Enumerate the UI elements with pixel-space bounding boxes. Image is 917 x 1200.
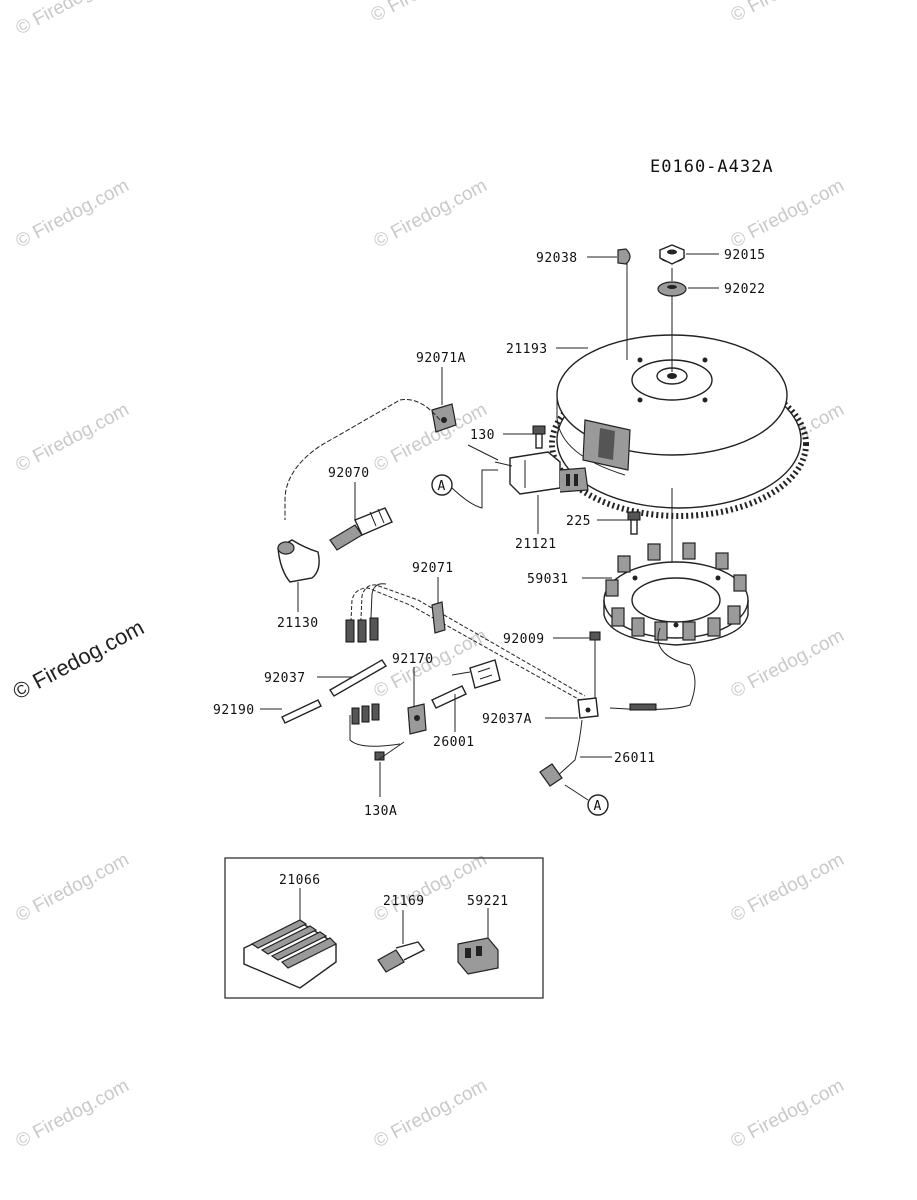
part-label-21169: 21169 xyxy=(383,894,425,909)
bolt-130 xyxy=(532,425,546,449)
watermark: © Firedog.com xyxy=(12,849,132,926)
spark-plug-92070 xyxy=(329,507,393,551)
watermark: © Firedog.com xyxy=(370,1075,490,1152)
part-label-92037A: 92037A xyxy=(482,712,532,727)
part-label-130A: 130A xyxy=(364,804,397,819)
watermark: © Firedog.com xyxy=(370,849,490,926)
terminal-21169 xyxy=(377,910,426,973)
part-label-26001: 26001 xyxy=(433,735,475,750)
bolt-92009 xyxy=(589,631,601,698)
part-label-21066: 21066 xyxy=(279,873,321,888)
part-label-59221: 59221 xyxy=(467,894,509,909)
washer-92022 xyxy=(657,281,687,297)
screw-130A xyxy=(374,741,405,761)
tube-92190 xyxy=(281,699,322,724)
watermark: © Firedog.com xyxy=(12,399,132,476)
regulator-21066 xyxy=(243,888,338,989)
part-label-130: 130 xyxy=(470,428,495,443)
watermark-dark: © Firedog.com xyxy=(9,614,148,704)
watermark: © Firedog.com xyxy=(727,175,847,252)
terminal-92037A xyxy=(577,697,599,719)
watermark: © Firedog.com xyxy=(12,0,132,39)
nut-92015 xyxy=(659,244,685,265)
callout-marker-a xyxy=(587,794,609,816)
watermark: © Firedog.com xyxy=(12,175,132,252)
flywheel-21193 xyxy=(549,334,809,519)
part-label-92038: 92038 xyxy=(536,251,578,266)
watermark: © Firedog.com xyxy=(12,1075,132,1152)
part-label-92015: 92015 xyxy=(724,248,766,263)
plug-cap-21130 xyxy=(277,539,320,583)
part-label-59031: 59031 xyxy=(527,572,569,587)
connector-59221 xyxy=(457,908,499,975)
key-92038 xyxy=(617,248,631,265)
watermark: © Firedog.com xyxy=(727,0,847,26)
bolt-225 xyxy=(627,511,641,535)
bracket-92170 xyxy=(407,703,427,735)
part-label-92071A: 92071A xyxy=(416,351,466,366)
part-label-225: 225 xyxy=(566,514,591,529)
stator-59031 xyxy=(603,542,749,646)
part-label-92070: 92070 xyxy=(328,466,370,481)
lead-wire-26011 xyxy=(539,719,583,787)
part-label-92022: 92022 xyxy=(724,282,766,297)
part-label-92170: 92170 xyxy=(392,652,434,667)
part-label-21121: 21121 xyxy=(515,537,557,552)
watermark: © Firedog.com xyxy=(367,0,487,26)
watermark: © Firedog.com xyxy=(727,625,847,702)
diagram-code: E0160-A432A xyxy=(650,157,774,177)
clamp-92071 xyxy=(431,601,446,634)
sleeve-26001 xyxy=(431,685,467,709)
watermark: © Firedog.com xyxy=(727,1075,847,1152)
part-label-21130: 21130 xyxy=(277,616,319,631)
inset-box xyxy=(224,857,544,999)
part-label-21193: 21193 xyxy=(506,342,548,357)
ignition-coil-21121 xyxy=(467,444,589,495)
callout-marker-a xyxy=(431,474,453,496)
callout-marker-a-label: A xyxy=(438,479,446,494)
part-label-92071: 92071 xyxy=(412,561,454,576)
part-label-92190: 92190 xyxy=(213,703,255,718)
wiring-harness-26001 xyxy=(345,583,586,747)
callout-marker-a-label: A xyxy=(594,799,602,814)
sleeve-92037 xyxy=(329,659,387,697)
part-label-92009: 92009 xyxy=(503,632,545,647)
part-label-92037: 92037 xyxy=(264,671,306,686)
part-label-26011: 26011 xyxy=(614,751,656,766)
leader-lines xyxy=(260,253,719,797)
watermark: © Firedog.com xyxy=(370,175,490,252)
bracket-92071A xyxy=(431,403,457,433)
watermark: © Firedog.com xyxy=(727,849,847,926)
